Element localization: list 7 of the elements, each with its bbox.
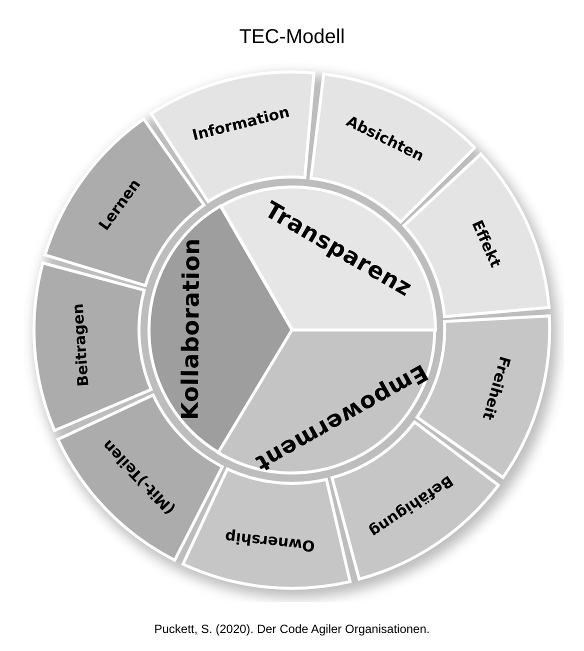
segment-label: Ownership [224, 528, 316, 553]
source-caption: Puckett, S. (2020). Der Code Agiler Organisationen. [154, 621, 430, 638]
segment-label: Kollaboration [180, 238, 204, 420]
pillar-sector [218, 185, 437, 332]
diagram-title: TEC-Modell [239, 25, 345, 50]
segment-label: Beitragen [70, 302, 91, 387]
ring-segment [32, 261, 154, 433]
